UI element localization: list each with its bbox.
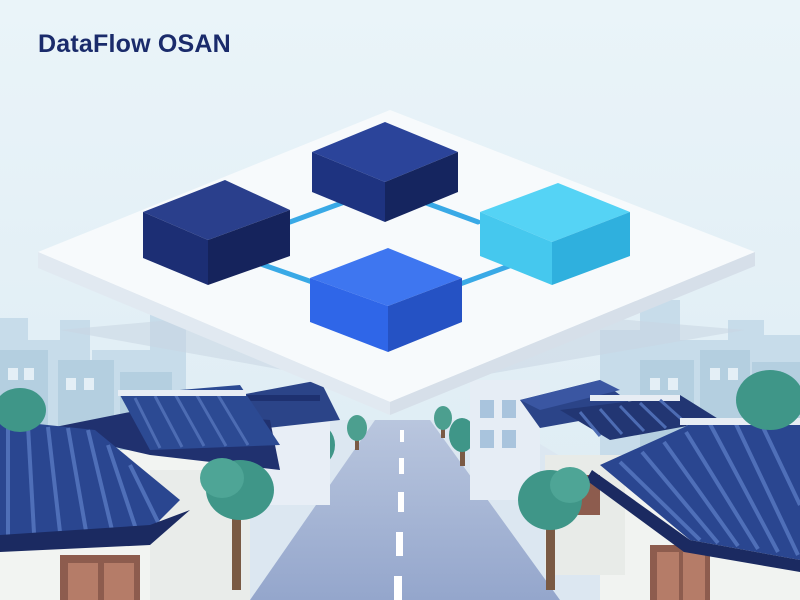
left-hanok-house bbox=[0, 385, 280, 600]
road-center-line bbox=[394, 430, 404, 600]
data-node-navy-top bbox=[312, 122, 458, 222]
data-node-navy-left bbox=[143, 180, 290, 285]
right-hanok-house bbox=[518, 370, 800, 600]
data-node-blue-bottom bbox=[310, 248, 462, 352]
road bbox=[250, 420, 560, 600]
data-node-cyan-right bbox=[480, 183, 630, 285]
brand-title: DataFlow OSAN bbox=[38, 30, 231, 58]
